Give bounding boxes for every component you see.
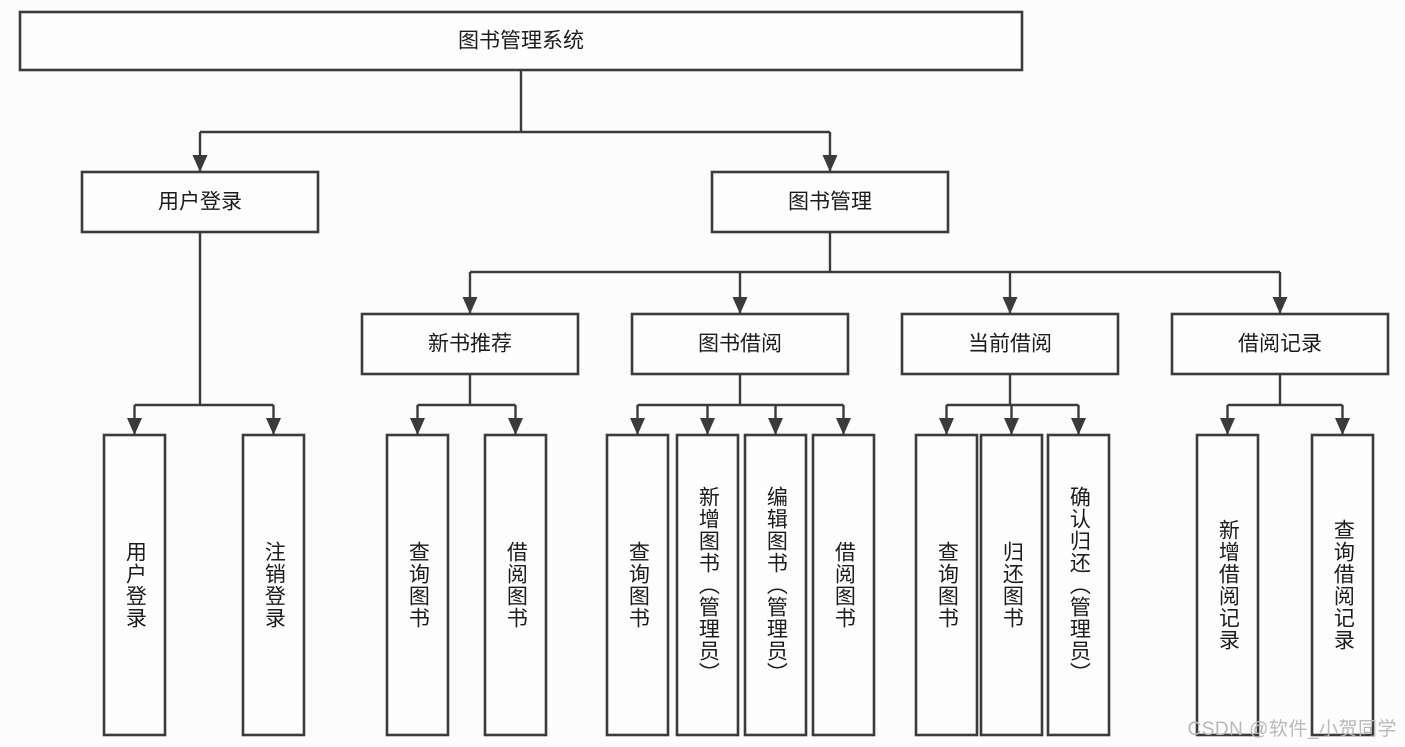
arrow-into-level2-1 [732,297,748,314]
leaf-node-box-12[interactable] [1310,433,1375,737]
leaf-node-box-5[interactable] [675,433,740,737]
leaf-node-box-0[interactable] [102,433,167,737]
leaf-node-box-6[interactable] [743,433,808,737]
leaf-node-box-3[interactable] [483,433,548,737]
level1-node-label-1: 图书管理 [788,191,872,214]
level2-node-box-1[interactable] [630,312,850,376]
leaf-node-box-7[interactable] [811,433,876,737]
arrow-into-level2-3 [1272,297,1288,314]
level2-node-label-3: 借阅记录 [1238,333,1322,356]
leaf-node-box-9[interactable] [979,433,1044,737]
level1-node-label-0: 用户登录 [158,191,242,214]
level2-node-label-0: 新书推荐 [428,333,512,356]
box-layer [18,10,1390,737]
arrow-into-level1-1 [822,155,838,172]
arrow-into-leaf-7 [836,418,851,435]
connector-layer [127,70,1350,435]
arrow-into-leaf-2 [410,418,425,435]
leaf-node-box-10[interactable] [1046,433,1111,737]
watermark-text: CSDN @软件_小贺同学 [1187,719,1397,740]
arrow-into-level2-2 [1002,297,1018,314]
leaf-node-box-4[interactable] [605,433,670,737]
level2-node-box-2[interactable] [900,312,1120,376]
leaf-node-box-11[interactable] [1195,433,1260,737]
root-node-box[interactable] [18,10,1024,72]
level2-node-label-1: 图书借阅 [698,333,782,356]
arrow-into-leaf-3 [508,418,523,435]
root-node-label: 图书管理系统 [458,30,584,53]
arrow-into-leaf-9 [1004,418,1019,435]
arrow-into-level1-0 [192,155,208,172]
arrow-into-leaf-1 [266,418,281,435]
arrow-into-leaf-12 [1335,418,1350,435]
arrow-into-leaf-5 [700,418,715,435]
arrow-into-level2-0 [462,297,478,314]
level1-node-box-1[interactable] [710,170,950,234]
level2-node-box-3[interactable] [1170,312,1390,376]
leaf-node-box-1[interactable] [241,433,306,737]
leaf-node-box-2[interactable] [385,433,450,737]
arrow-into-leaf-4 [630,418,645,435]
arrow-into-leaf-10 [1071,418,1086,435]
level1-node-box-0[interactable] [80,170,320,234]
arrow-into-leaf-11 [1220,418,1235,435]
arrow-into-leaf-0 [127,418,142,435]
arrow-into-leaf-6 [768,418,783,435]
level2-node-label-2: 当前借阅 [968,333,1052,356]
level2-node-box-0[interactable] [360,312,580,376]
arrow-into-leaf-8 [939,418,954,435]
leaf-node-box-8[interactable] [914,433,979,737]
